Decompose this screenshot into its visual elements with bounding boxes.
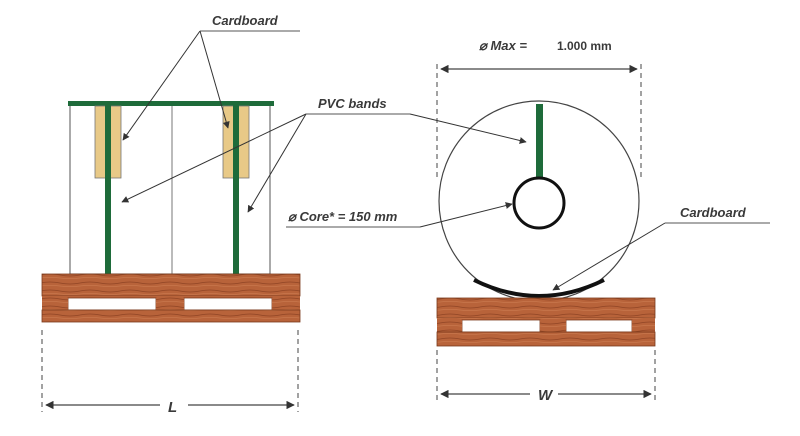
callout-core: ⌀ Core* = 150 mm xyxy=(286,202,513,228)
label-max: ⌀ Max = xyxy=(479,38,527,53)
label-cardboard-top: Cardboard xyxy=(212,13,279,28)
pvc-band-front xyxy=(536,104,543,180)
callout-cardboard-right: Cardboard xyxy=(552,205,770,291)
label-pvc-bands: PVC bands xyxy=(318,96,387,111)
callout-cardboard-top: Cardboard xyxy=(122,13,300,141)
label-cardboard-right: Cardboard xyxy=(680,205,747,220)
coil-core-circle xyxy=(512,176,566,230)
pallet-right xyxy=(436,297,656,347)
label-max-value: 1.000 mm xyxy=(557,39,612,53)
cardboard-under-coil xyxy=(473,278,605,298)
dimension-w: W xyxy=(436,350,656,404)
dimension-l: L xyxy=(41,330,299,416)
label-w: W xyxy=(538,387,554,404)
pallet-left xyxy=(41,273,301,323)
callout-pvc-bands: PVC bands xyxy=(121,96,527,213)
label-core: ⌀ Core* = 150 mm xyxy=(288,209,398,224)
top-pvc-band xyxy=(68,101,274,106)
front-view: ⌀ Max = 1.000 mm W xyxy=(436,38,656,404)
dimension-max: ⌀ Max = 1.000 mm xyxy=(436,38,642,180)
pvc-band-vertical-left xyxy=(105,104,111,296)
pvc-band-vertical-right xyxy=(233,104,239,296)
label-l: L xyxy=(168,399,177,416)
side-view: L xyxy=(41,101,301,416)
